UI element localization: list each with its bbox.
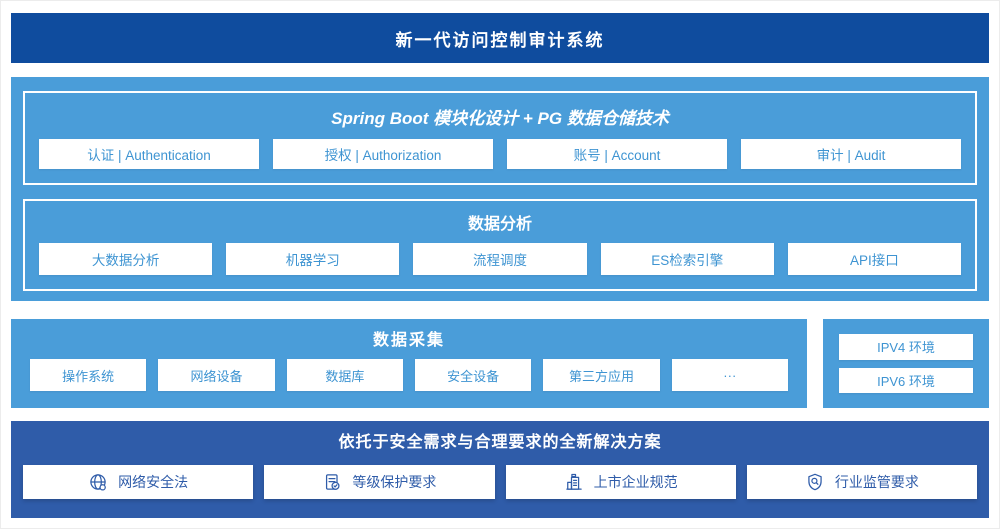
system-title: 新一代访问控制审计系统	[395, 30, 605, 50]
solution-label: 等级保护要求	[352, 474, 437, 490]
collection-box-network-device: 网络设备	[158, 359, 275, 391]
platform-section: Spring Boot 模块化设计 + PG 数据仓储技术 认证 | Authe…	[11, 77, 989, 301]
modules-title: Spring Boot 模块化设计 + PG 数据仓储技术	[331, 108, 669, 128]
module-box-account: 账号 | Account	[507, 139, 727, 169]
modules-row: 认证 | Authentication 授权 | Authorization 账…	[39, 139, 961, 169]
solution-box-classified-protection: 等级保护要求	[264, 465, 495, 499]
solution-section: 依托于安全需求与合理要求的全新解决方案 网络安全法 等级保护要求	[11, 421, 989, 518]
analysis-box-bigdata: 大数据分析	[39, 243, 213, 275]
module-box-authentication: 认证 | Authentication	[39, 139, 259, 169]
collection-row: 数据采集 操作系统 网络设备 数据库 安全设备 第三方应用 ··· IPV4 环…	[11, 319, 989, 408]
analysis-subsection: 数据分析 大数据分析 机器学习 流程调度 ES检索引擎 API接口	[23, 199, 977, 291]
solution-box-listed-company: 上市企业规范	[505, 465, 736, 499]
solution-label: 上市企业规范	[593, 474, 678, 490]
env-box-ipv6: IPV6 环境	[839, 367, 973, 393]
analysis-box-workflow: 流程调度	[413, 243, 587, 275]
analysis-title: 数据分析	[467, 216, 532, 233]
solution-box-industry-regulation: 行业监管要求	[746, 465, 977, 499]
building-icon	[565, 473, 582, 490]
env-box-ipv4: IPV4 环境	[839, 334, 973, 360]
document-check-icon	[326, 474, 340, 490]
collection-box-thirdparty: 第三方应用	[543, 359, 660, 391]
collection-title: 数据采集	[372, 332, 445, 349]
shield-search-icon	[808, 473, 822, 491]
module-box-authorization: 授权 | Authorization	[273, 139, 493, 169]
solution-label: 行业监管要求	[834, 474, 919, 490]
solution-label: 网络安全法	[118, 474, 189, 490]
globe-network-icon	[90, 474, 106, 491]
collection-panel: 数据采集 操作系统 网络设备 数据库 安全设备 第三方应用 ···	[11, 319, 807, 408]
analysis-row: 大数据分析 机器学习 流程调度 ES检索引擎 API接口	[39, 243, 962, 275]
collection-boxes-row: 操作系统 网络设备 数据库 安全设备 第三方应用 ···	[30, 359, 788, 391]
modules-subsection: Spring Boot 模块化设计 + PG 数据仓储技术 认证 | Authe…	[23, 91, 977, 185]
analysis-box-ml: 机器学习	[226, 243, 400, 275]
system-title-banner: 新一代访问控制审计系统	[11, 13, 989, 63]
analysis-box-api: API接口	[787, 243, 962, 275]
collection-box-more: ···	[671, 359, 788, 391]
collection-box-os: 操作系统	[30, 359, 147, 391]
solution-title: 依托于安全需求与合理要求的全新解决方案	[338, 434, 662, 451]
solution-boxes-row: 网络安全法 等级保护要求 上市企业规范	[23, 465, 977, 499]
module-box-audit: 审计 | Audit	[741, 139, 961, 169]
analysis-box-es: ES检索引擎	[600, 243, 774, 275]
solution-box-cybersecurity-law: 网络安全法	[23, 465, 254, 499]
collection-box-security-device: 安全设备	[414, 359, 532, 391]
environment-panel: IPV4 环境 IPV6 环境	[823, 319, 989, 408]
collection-box-database: 数据库	[286, 359, 403, 391]
